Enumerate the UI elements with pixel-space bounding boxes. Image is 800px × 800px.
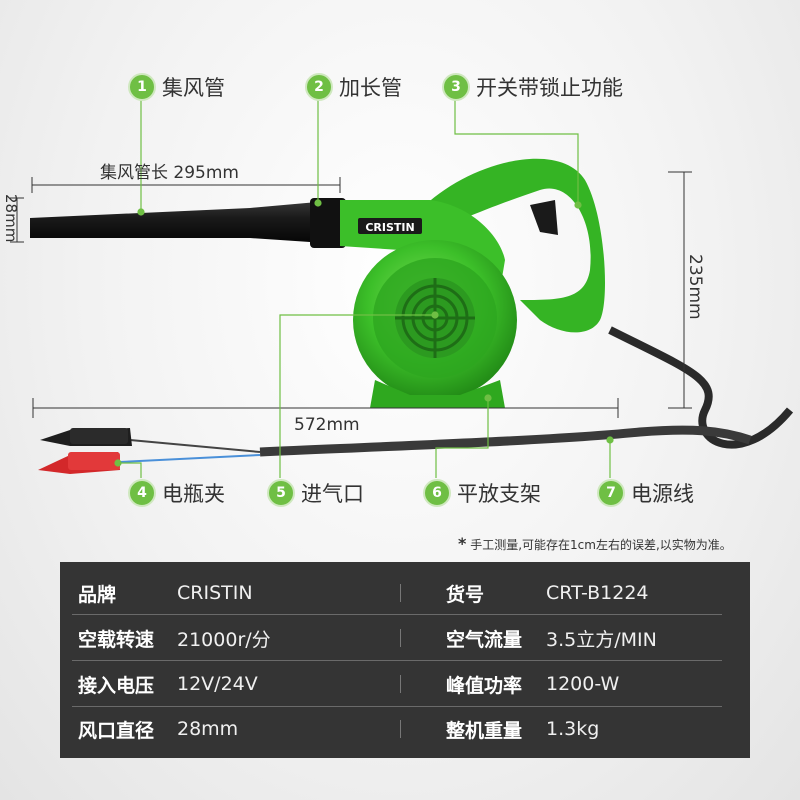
- flat-stand: [370, 380, 505, 408]
- spec-value: CRISTIN: [177, 582, 253, 604]
- note-text: 手工测量,可能存在1cm左右的误差,以实物为准。: [470, 538, 732, 552]
- dimension-height: 235mm: [685, 254, 705, 320]
- spec-row: 空载转速 21000r/分 空气流量 3.5立方/MIN: [60, 615, 750, 661]
- row-divider: [72, 660, 722, 661]
- spec-key: 空载转速: [78, 628, 155, 651]
- clip-cable: [259, 425, 752, 457]
- battery-clip-black: [40, 428, 132, 446]
- brand-logo: CRISTIN: [365, 221, 414, 234]
- spec-key: 空气流量: [446, 628, 523, 651]
- column-divider: [400, 584, 401, 602]
- spec-value: CRT-B1224: [546, 582, 649, 604]
- column-divider: [400, 720, 401, 738]
- spec-value: 12V/24V: [177, 673, 258, 695]
- callout-5: 5 进气口: [267, 478, 364, 508]
- note-star: *: [458, 534, 467, 553]
- product-stage: CRISTIN: [2, 72, 794, 508]
- row-divider: [72, 706, 722, 707]
- spec-value: 28mm: [177, 718, 239, 740]
- spec-table: 品牌 CRISTIN 货号 CRT-B1224 空载转速 21000r/分 空气…: [60, 562, 750, 758]
- spec-key: 整机重量: [446, 719, 523, 742]
- blower-illustration: CRISTIN: [10, 98, 794, 478]
- callout-label: 电瓶夹: [162, 482, 225, 506]
- dimension-tube-length: 集风管长 295mm: [100, 163, 239, 183]
- column-divider: [400, 675, 401, 693]
- column-divider: [400, 629, 401, 647]
- callout-label: 进气口: [301, 482, 364, 506]
- spec-row: 风口直径 28mm 整机重量 1.3kg: [60, 706, 750, 752]
- callout-label: 开关带锁止功能: [476, 76, 623, 100]
- spec-key: 风口直径: [78, 719, 155, 742]
- callout-2: 2 加长管: [305, 72, 402, 102]
- callout-number: 6: [423, 479, 451, 507]
- callout-label: 平放支架: [457, 482, 541, 506]
- spec-row: 品牌 CRISTIN 货号 CRT-B1224: [60, 570, 750, 616]
- spec-value: 21000r/分: [177, 628, 271, 651]
- spec-value: 1.3kg: [546, 718, 600, 740]
- callout-number: 4: [128, 479, 156, 507]
- dimension-total-length: 572mm: [294, 415, 360, 435]
- callout-number: 5: [267, 479, 295, 507]
- spec-value: 3.5立方/MIN: [546, 628, 657, 651]
- dimension-tube-diameter: 28mm: [2, 194, 20, 243]
- spec-row: 接入电压 12V/24V 峰值功率 1200-W: [60, 661, 750, 707]
- row-divider: [72, 614, 722, 615]
- callout-number: 1: [128, 73, 156, 101]
- callout-label: 集风管: [162, 76, 225, 100]
- callout-1: 1 集风管: [128, 72, 225, 102]
- callout-number: 2: [305, 73, 333, 101]
- callout-4: 4 电瓶夹: [128, 478, 225, 508]
- callout-number: 7: [597, 479, 625, 507]
- callout-label: 电源线: [631, 482, 694, 506]
- spec-key: 峰值功率: [446, 674, 523, 697]
- spec-key: 货号: [446, 583, 485, 606]
- callout-3: 3 开关带锁止功能: [442, 72, 623, 102]
- callout-7: 7 电源线: [597, 478, 694, 508]
- spec-value: 1200-W: [546, 673, 620, 695]
- spec-key: 品牌: [78, 583, 117, 606]
- nozzle-tube: [30, 200, 340, 244]
- callout-label: 加长管: [339, 76, 402, 100]
- handle: [420, 158, 605, 333]
- trigger: [530, 200, 558, 235]
- spec-key: 接入电压: [78, 674, 155, 697]
- battery-clip-red: [38, 452, 120, 474]
- callout-number: 3: [442, 73, 470, 101]
- callout-6: 6 平放支架: [423, 478, 541, 508]
- measurement-note: * 手工测量,可能存在1cm左右的误差,以实物为准。: [458, 534, 732, 553]
